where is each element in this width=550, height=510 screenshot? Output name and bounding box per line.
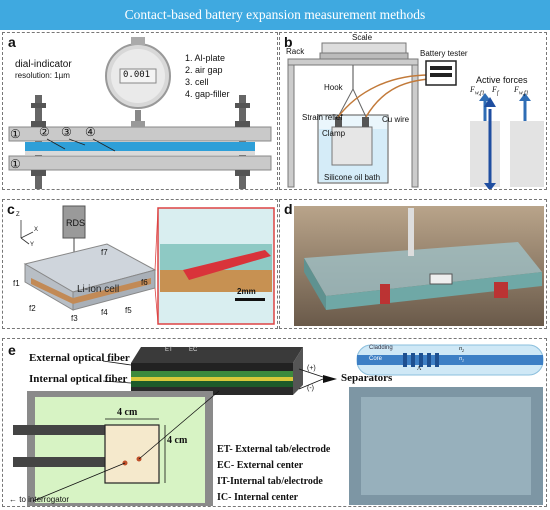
core-label: Core xyxy=(369,356,383,362)
panel-a-label: a xyxy=(8,34,16,50)
f2-label: f2 xyxy=(29,304,36,313)
legend-ec: EC- External center xyxy=(217,460,304,471)
axis-x-label: X xyxy=(34,227,39,233)
marker-1-bottom: ① xyxy=(10,157,21,171)
setup-photo xyxy=(294,206,544,326)
dim-horizontal-label: 4 cm xyxy=(117,407,138,418)
marker-3: ③ xyxy=(61,125,72,139)
battery-tester-label: Battery tester xyxy=(420,49,468,58)
cladding-label: Cladding xyxy=(369,345,393,351)
oil-bath-diagram xyxy=(287,42,544,189)
n2-label: n2 xyxy=(459,346,464,354)
hook-label: Hook xyxy=(324,83,343,92)
optical-fiber-diagram xyxy=(13,344,544,506)
panel-b-label: b xyxy=(284,34,293,50)
force-left-label: Fw,f1 xyxy=(470,85,485,97)
lambda-label: Λ xyxy=(417,366,422,372)
dial-display-value: 0.001 xyxy=(123,70,151,80)
axis-z-label: Z xyxy=(16,212,20,218)
interrogator-label: ← to interrogator xyxy=(9,495,70,504)
dial-indicator-diagram xyxy=(8,37,272,189)
panel-b: b Scale Rack xyxy=(279,32,547,190)
f3-label: f3 xyxy=(71,314,78,323)
minus-label: (-) xyxy=(307,385,314,392)
cu-wire-label: Cu wire xyxy=(382,115,410,124)
external-fiber-label: External optical fiber xyxy=(29,352,130,364)
rack-label: Rack xyxy=(286,47,305,56)
marker-1-top: ① xyxy=(10,127,21,141)
dial-indicator-label: dial-indicator xyxy=(15,59,72,70)
silicone-oil-bath-label: Silicone oil bath xyxy=(324,173,381,182)
force-right-label: Fw,f1 xyxy=(514,85,529,97)
ec-tag: EC xyxy=(189,347,198,353)
resolution-label: resolution: 1µm xyxy=(15,71,70,80)
strain-relief-label: Strain relief xyxy=(302,113,343,122)
legend-air-gap: 2. air gap xyxy=(185,65,223,75)
panel-c-label: c xyxy=(7,201,15,217)
panel-d: d xyxy=(279,199,547,329)
f6-label: f6 xyxy=(141,278,148,287)
scale-label: Scale xyxy=(352,33,373,42)
li-ion-cell-label: Li-ion cell xyxy=(77,284,120,295)
rds-label: RDS xyxy=(66,218,86,228)
f1-label: f1 xyxy=(13,279,20,288)
legend-it: IT-Internal tab/electrode xyxy=(217,476,323,487)
marker-2: ② xyxy=(39,125,50,139)
legend-ic: IC- Internal center xyxy=(217,492,299,503)
panel-e: e External o xyxy=(2,338,547,507)
f5-label: f5 xyxy=(125,306,132,315)
legend-gap-filler: 4. gap-filler xyxy=(185,89,230,99)
legend-et: ET- External tab/electrode xyxy=(217,444,331,455)
et-tag: ET xyxy=(165,347,173,353)
legend-al-plate: 1. Al-plate xyxy=(185,53,226,63)
plus-label: (+) xyxy=(307,365,316,372)
rds-setup-diagram xyxy=(20,205,275,325)
scale-bar-label: 2mm xyxy=(237,287,256,296)
separators-label: Separators xyxy=(341,372,393,384)
force-mid-label: Ff xyxy=(492,85,499,97)
panel-c: c Z X Y RDS Li-ion cell f1 f2 f3 f4 f5 f… xyxy=(2,199,278,329)
f4-label: f4 xyxy=(101,308,108,317)
panel-e-label: e xyxy=(8,342,16,358)
active-forces-label: Active forces xyxy=(476,75,528,85)
clamp-label: Clamp xyxy=(322,129,346,138)
axis-y-label: Y xyxy=(30,242,35,248)
marker-4: ④ xyxy=(85,125,96,139)
figure-title: Contact-based battery expansion measurem… xyxy=(0,0,550,30)
internal-fiber-label: Internal optical fiber xyxy=(29,373,128,385)
dim-vertical-label: 4 cm xyxy=(167,435,188,446)
panel-a: a dial-indicator resolution: 1µm 0.001 1… xyxy=(2,32,278,190)
n1-label: n1 xyxy=(459,356,464,364)
f7-label: f7 xyxy=(101,248,108,257)
legend-cell: 3. cell xyxy=(185,77,209,87)
panel-d-label: d xyxy=(284,201,293,217)
